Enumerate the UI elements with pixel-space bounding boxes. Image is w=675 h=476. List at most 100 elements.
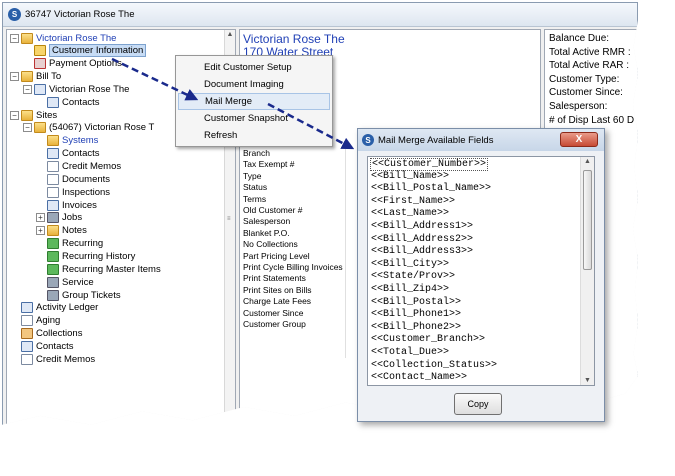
tree-item[interactable]: Recurring History <box>47 250 135 262</box>
tree-item[interactable]: Inspections <box>47 186 110 198</box>
activity-ledger-icon <box>21 302 33 314</box>
credit-memo-icon <box>21 353 33 365</box>
dialog-title-bar[interactable]: S Mail Merge Available Fields <box>358 129 604 151</box>
tree-expander-icon[interactable]: − <box>23 123 32 133</box>
folder-icon <box>21 71 33 83</box>
merge-field-item[interactable]: <<State/Prov>> <box>371 271 456 283</box>
tree-item[interactable]: Contacts <box>21 340 74 352</box>
tree-item[interactable]: −Bill To <box>10 71 61 83</box>
tree-item[interactable]: Collections <box>21 328 82 340</box>
tree-expander-icon[interactable]: − <box>23 84 32 94</box>
tree-expander-icon[interactable]: + <box>36 213 45 223</box>
scroll-up-icon[interactable]: ▲ <box>584 158 591 165</box>
copy-button[interactable]: Copy <box>454 393 502 415</box>
field-label: Old Customer # <box>243 205 303 215</box>
merge-field-item[interactable]: <<Customer_Branch>> <box>371 334 486 346</box>
tree-item[interactable]: Credit Memos <box>47 161 121 173</box>
tree-item[interactable]: Activity Ledger <box>21 302 98 314</box>
tree-item-label: Victorian Rose The <box>36 32 117 44</box>
tree-item[interactable]: +Jobs <box>36 212 82 224</box>
context-menu-item[interactable]: Refresh <box>204 130 238 141</box>
tree-item[interactable]: Contacts <box>47 148 100 160</box>
tree-item[interactable]: Service <box>47 276 94 288</box>
summary-label: Total Active RAR : <box>549 60 630 72</box>
merge-field-item[interactable]: <<Bill_Address3>> <box>371 246 474 258</box>
tree-item[interactable]: Recurring Master Items <box>47 263 161 275</box>
collections-icon <box>21 328 33 340</box>
context-menu-item[interactable]: Edit Customer Setup <box>204 62 292 73</box>
tree-expander-icon[interactable]: − <box>10 72 19 82</box>
merge-field-item[interactable]: <<Bill_Name>> <box>371 170 450 182</box>
merge-field-item[interactable]: <<Bill_Address2>> <box>371 233 474 245</box>
tree-item-label: Contacts <box>62 148 100 160</box>
tree-item-label: Systems <box>62 135 99 147</box>
summary-label: # of Disp Last 60 D <box>549 114 635 126</box>
tree-item[interactable]: Documents <box>47 173 110 185</box>
folder-icon <box>21 32 33 44</box>
field-list-scrollbar[interactable]: ▲ ▼ <box>580 157 594 385</box>
tree-item[interactable]: Systems <box>47 135 98 147</box>
app-logo-icon: S <box>8 8 21 21</box>
tree-expander-icon[interactable]: − <box>10 33 19 43</box>
summary-label: Customer Since: <box>549 87 623 99</box>
tree-item-label: Service <box>62 276 94 288</box>
tree-item[interactable]: − Sites <box>10 109 57 121</box>
tree-item[interactable]: Recurring <box>47 238 103 250</box>
close-button[interactable]: X <box>560 132 598 147</box>
scroll-thumb[interactable] <box>583 170 592 270</box>
recurring-icon <box>47 238 59 250</box>
tree-item[interactable]: −Victorian Rose The <box>23 83 129 95</box>
merge-field-item[interactable]: <<Bill_Postal_Name>> <box>371 183 492 195</box>
context-menu-item[interactable]: Document Imaging <box>204 79 284 90</box>
tree-item[interactable]: +Notes <box>36 225 87 237</box>
merge-field-item[interactable]: <<First_Name>> <box>371 195 456 207</box>
merge-field-item[interactable]: <<Bill_City>> <box>371 258 450 270</box>
tree-item[interactable]: Aging <box>21 315 60 327</box>
scroll-down-icon[interactable]: ▼ <box>584 377 591 384</box>
tree-item[interactable]: Customer Information <box>34 44 147 58</box>
tree-item-label: Sites <box>36 109 58 121</box>
tree-item-label: Recurring <box>62 238 104 250</box>
merge-field-item[interactable]: <<Bill_Phone1>> <box>371 309 462 321</box>
dialog-logo-icon: S <box>362 134 374 146</box>
scroll-grip-icon[interactable]: ≡ <box>227 216 231 222</box>
merge-field-item[interactable]: <<Collection_Status>> <box>371 359 498 371</box>
summary-label: Total Active RMR : <box>549 46 631 58</box>
tree-item-label: Collections <box>36 328 83 340</box>
tree-item-label: Contacts <box>36 340 74 352</box>
merge-field-item[interactable]: <<Total_Due>> <box>371 347 450 358</box>
field-label: Salesperson <box>243 216 291 227</box>
scroll-up-icon[interactable]: ▲ <box>226 31 234 38</box>
tree-item[interactable]: Payment Options <box>34 58 122 70</box>
merge-field-item[interactable]: <<Last_Name>> <box>371 208 450 220</box>
field-label: Print Statements <box>243 273 306 284</box>
folder-icon <box>47 135 59 147</box>
field-label: Tax Exempt # <box>243 159 295 170</box>
merge-field-item[interactable]: <<Bill_Postal>> <box>371 296 462 308</box>
tree-scrollbar[interactable]: ▲ ≡ <box>224 30 235 425</box>
merge-field-list[interactable]: <<Customer_Number>><<Bill_Name>><<Bill_P… <box>367 156 595 386</box>
payment-icon <box>34 58 46 70</box>
merge-field-item[interactable]: <<Bill_Address1>> <box>371 221 474 232</box>
tree-item[interactable]: Group Tickets <box>47 289 121 301</box>
tree-item[interactable]: − Victorian Rose The <box>10 32 116 44</box>
tree-item[interactable]: −(54067) Victorian Rose T <box>23 122 154 134</box>
merge-field-item[interactable]: <<Customer_Number>> <box>370 158 489 171</box>
tree-item[interactable]: Credit Memos <box>21 353 95 365</box>
tree-expander-icon[interactable]: − <box>10 110 19 120</box>
context-menu-item[interactable]: Mail Merge <box>178 93 330 110</box>
merge-field-item[interactable]: <<Bill_Zip4>> <box>371 284 450 295</box>
field-label: Terms <box>243 193 267 204</box>
contacts-icon <box>21 340 33 352</box>
tree-item[interactable]: Contacts <box>47 96 100 108</box>
tree-item-label: Aging <box>36 315 61 327</box>
merge-field-item[interactable]: <<Bill_Phone2>> <box>371 321 462 333</box>
tree-item[interactable]: Invoices <box>47 199 97 211</box>
inspections-icon <box>47 186 59 198</box>
tree-expander-icon[interactable]: + <box>36 226 45 236</box>
title-bar[interactable]: S 36747 Victorian Rose The <box>3 3 637 27</box>
credit-memo-icon <box>47 161 59 172</box>
context-menu-item[interactable]: Customer Snapshot <box>204 113 288 124</box>
merge-field-item[interactable]: <<Contact_Name>> <box>371 372 468 384</box>
